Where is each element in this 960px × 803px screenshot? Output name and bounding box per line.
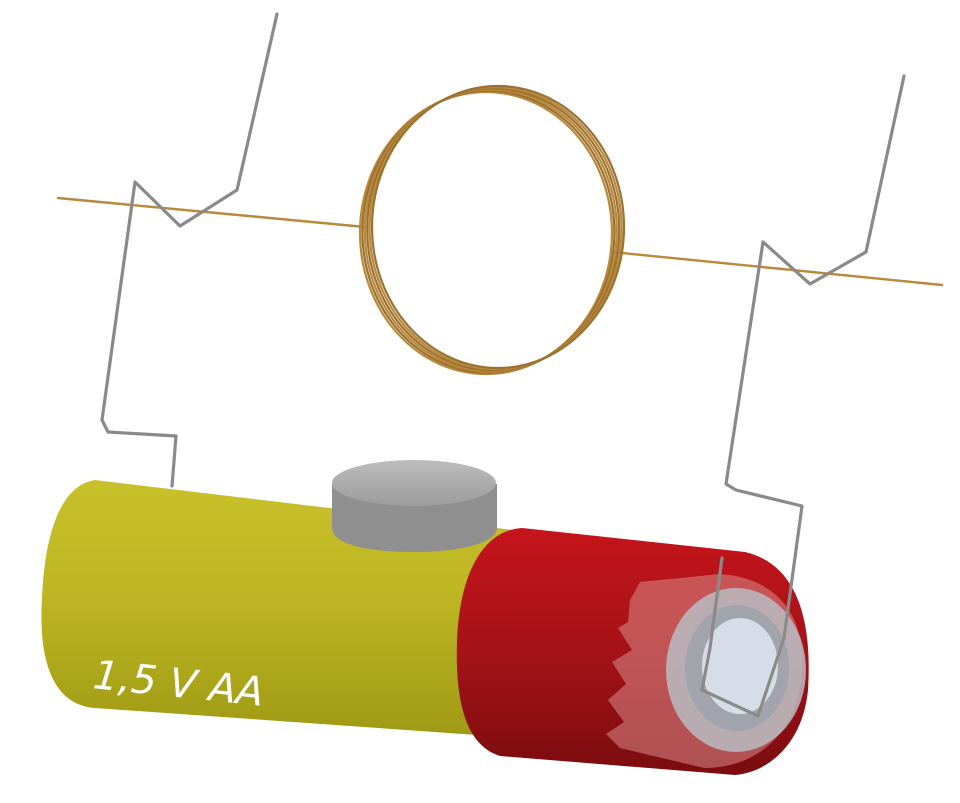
magnet-top: [332, 460, 496, 506]
battery: 1,5 V AA: [41, 460, 809, 775]
coil-loop: [358, 90, 614, 376]
magnet: [332, 460, 497, 552]
left-bracket: [100, 12, 279, 488]
coil-loop: [370, 84, 626, 370]
coil-loop: [366, 87, 621, 372]
coil-axle-right: [610, 250, 944, 287]
coil-axle-left: [56, 196, 367, 229]
coil-loop: [363, 88, 618, 373]
right-bracket: [700, 74, 906, 718]
coil-loop: [368, 86, 623, 371]
positive-terminal: [666, 588, 806, 752]
coil-loop: [361, 89, 616, 374]
coil-axle: [56, 196, 944, 287]
coil: [358, 84, 626, 376]
